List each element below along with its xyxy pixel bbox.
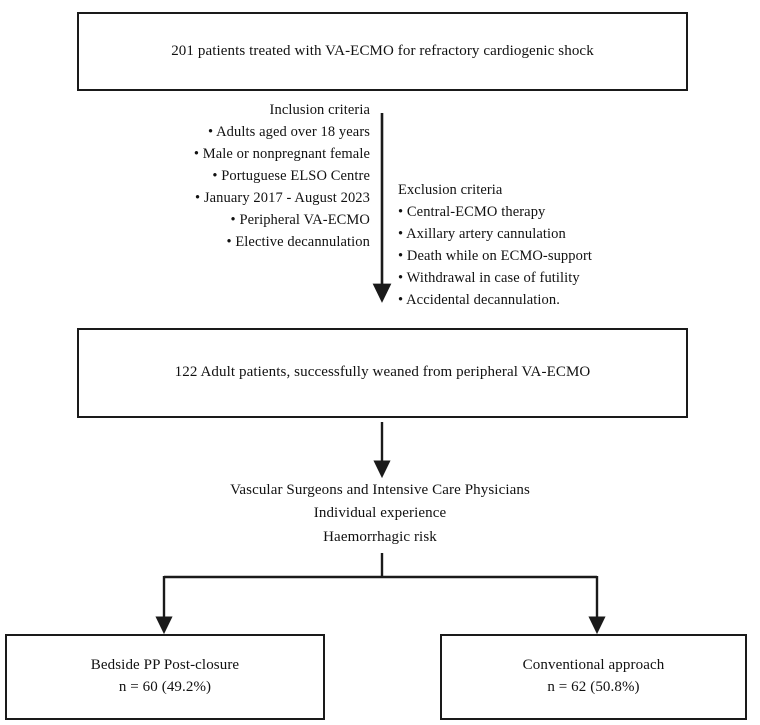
- inclusion-criteria-item: • Peripheral VA-ECMO: [230, 212, 370, 229]
- decision-factor-line: Haemorrhagic risk: [323, 528, 437, 545]
- exclusion-criteria-title: Exclusion criteria: [398, 182, 503, 198]
- conventional-group-count: n = 62 (50.8%): [547, 679, 640, 695]
- inclusion-criteria-item: • Portuguese ELSO Centre: [212, 168, 370, 185]
- decision-factor-line: Individual experience: [313, 505, 447, 522]
- exclusion-criteria-item: • Death while on ECMO-support: [398, 248, 593, 265]
- weaned-cohort-text: 122 Adult patients, successfully weaned …: [174, 364, 591, 381]
- bedside-group-text: Bedside PP Post-closure n = 60 (49.2%): [91, 655, 239, 699]
- exclusion-criteria-item: • Axillary artery cannulation: [398, 226, 566, 243]
- conventional-group-label: Conventional approach: [522, 657, 665, 674]
- inclusion-criteria-block: Inclusion criteria • Adults aged over 18…: [0, 99, 370, 253]
- conventional-group-text: Conventional approach n = 62 (50.8%): [523, 655, 665, 699]
- inclusion-criteria-item: • Male or nonpregnant female: [193, 146, 370, 163]
- exclusion-criteria-item: • Central-ECMO therapy: [398, 204, 546, 221]
- inclusion-criteria-item: • Adults aged over 18 years: [207, 124, 370, 141]
- decision-factors-block: Vascular Surgeons and Intensive Care Phy…: [0, 479, 760, 549]
- exclusion-criteria-block: Exclusion criteria • Central-ECMO therap…: [398, 179, 698, 311]
- bedside-group-label: Bedside PP Post-closure: [90, 657, 240, 674]
- bedside-group-count: n = 60 (49.2%): [118, 679, 212, 695]
- exclusion-criteria-item: • Accidental decannulation.: [398, 292, 560, 309]
- decision-factor-line: Vascular Surgeons and Intensive Care Phy…: [230, 482, 530, 498]
- box-initial-cohort: 201 patients treated with VA-ECMO for re…: [77, 12, 688, 91]
- inclusion-criteria-item: • January 2017 - August 2023: [194, 190, 370, 207]
- initial-cohort-text: 201 patients treated with VA-ECMO for re…: [171, 42, 594, 59]
- box-weaned-cohort: 122 Adult patients, successfully weaned …: [77, 328, 688, 418]
- box-conventional-approach: Conventional approach n = 62 (50.8%): [440, 634, 747, 720]
- exclusion-criteria-item: • Withdrawal in case of futility: [398, 270, 580, 287]
- inclusion-criteria-title: Inclusion criteria: [269, 102, 370, 118]
- box-bedside-pp-post-closure: Bedside PP Post-closure n = 60 (49.2%): [5, 634, 325, 720]
- inclusion-criteria-item: • Elective decannulation: [226, 234, 370, 251]
